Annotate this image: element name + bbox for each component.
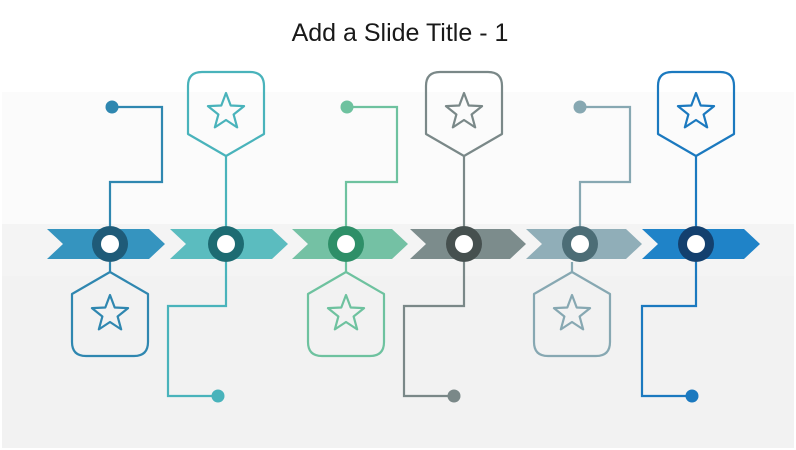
star-icon-step-3 [326,293,366,331]
star-icon-step-2 [206,91,246,129]
node-layer [92,226,714,262]
chevron-layer [47,229,760,259]
node-center-step-5 [571,235,589,253]
shield-step-3[interactable] [306,270,386,358]
elbow-connector-step-3 [344,105,399,226]
background-band-bottom [2,276,794,448]
node-center-step-4 [455,235,473,253]
endpoint-dot-step-2[interactable] [211,389,225,403]
shield-step-6[interactable] [656,70,736,158]
shield-layer [70,70,736,358]
shield-step-1[interactable] [70,270,150,358]
endpoint-dot-step-5[interactable] [573,100,587,114]
page-title: Add a Slide Title - 1 [291,19,509,47]
star-icon-step-1 [90,293,130,331]
elbow-connector-step-5 [578,105,632,226]
node-center-step-2 [217,235,235,253]
connector-layer [105,100,699,403]
endpoint-dot-step-1[interactable] [105,100,119,114]
shield-step-2[interactable] [186,70,266,158]
node-center-step-3 [337,235,355,253]
shield-step-5[interactable] [532,270,612,358]
elbow-connector-step-1 [108,105,164,226]
background-band-header [2,2,794,92]
endpoint-dot-step-4[interactable] [447,389,461,403]
star-icon-step-6 [676,91,716,129]
elbow-connector-step-2 [166,262,228,398]
endpoint-dot-step-6[interactable] [685,389,699,403]
star-icon-step-4 [444,91,484,129]
node-center-step-6 [687,235,705,253]
elbow-connector-step-6 [640,262,698,398]
elbow-connector-step-4 [402,262,466,398]
endpoint-dot-step-3[interactable] [340,100,354,114]
shield-step-4[interactable] [424,70,504,158]
star-icon-step-5 [552,293,592,331]
node-center-step-1 [101,235,119,253]
